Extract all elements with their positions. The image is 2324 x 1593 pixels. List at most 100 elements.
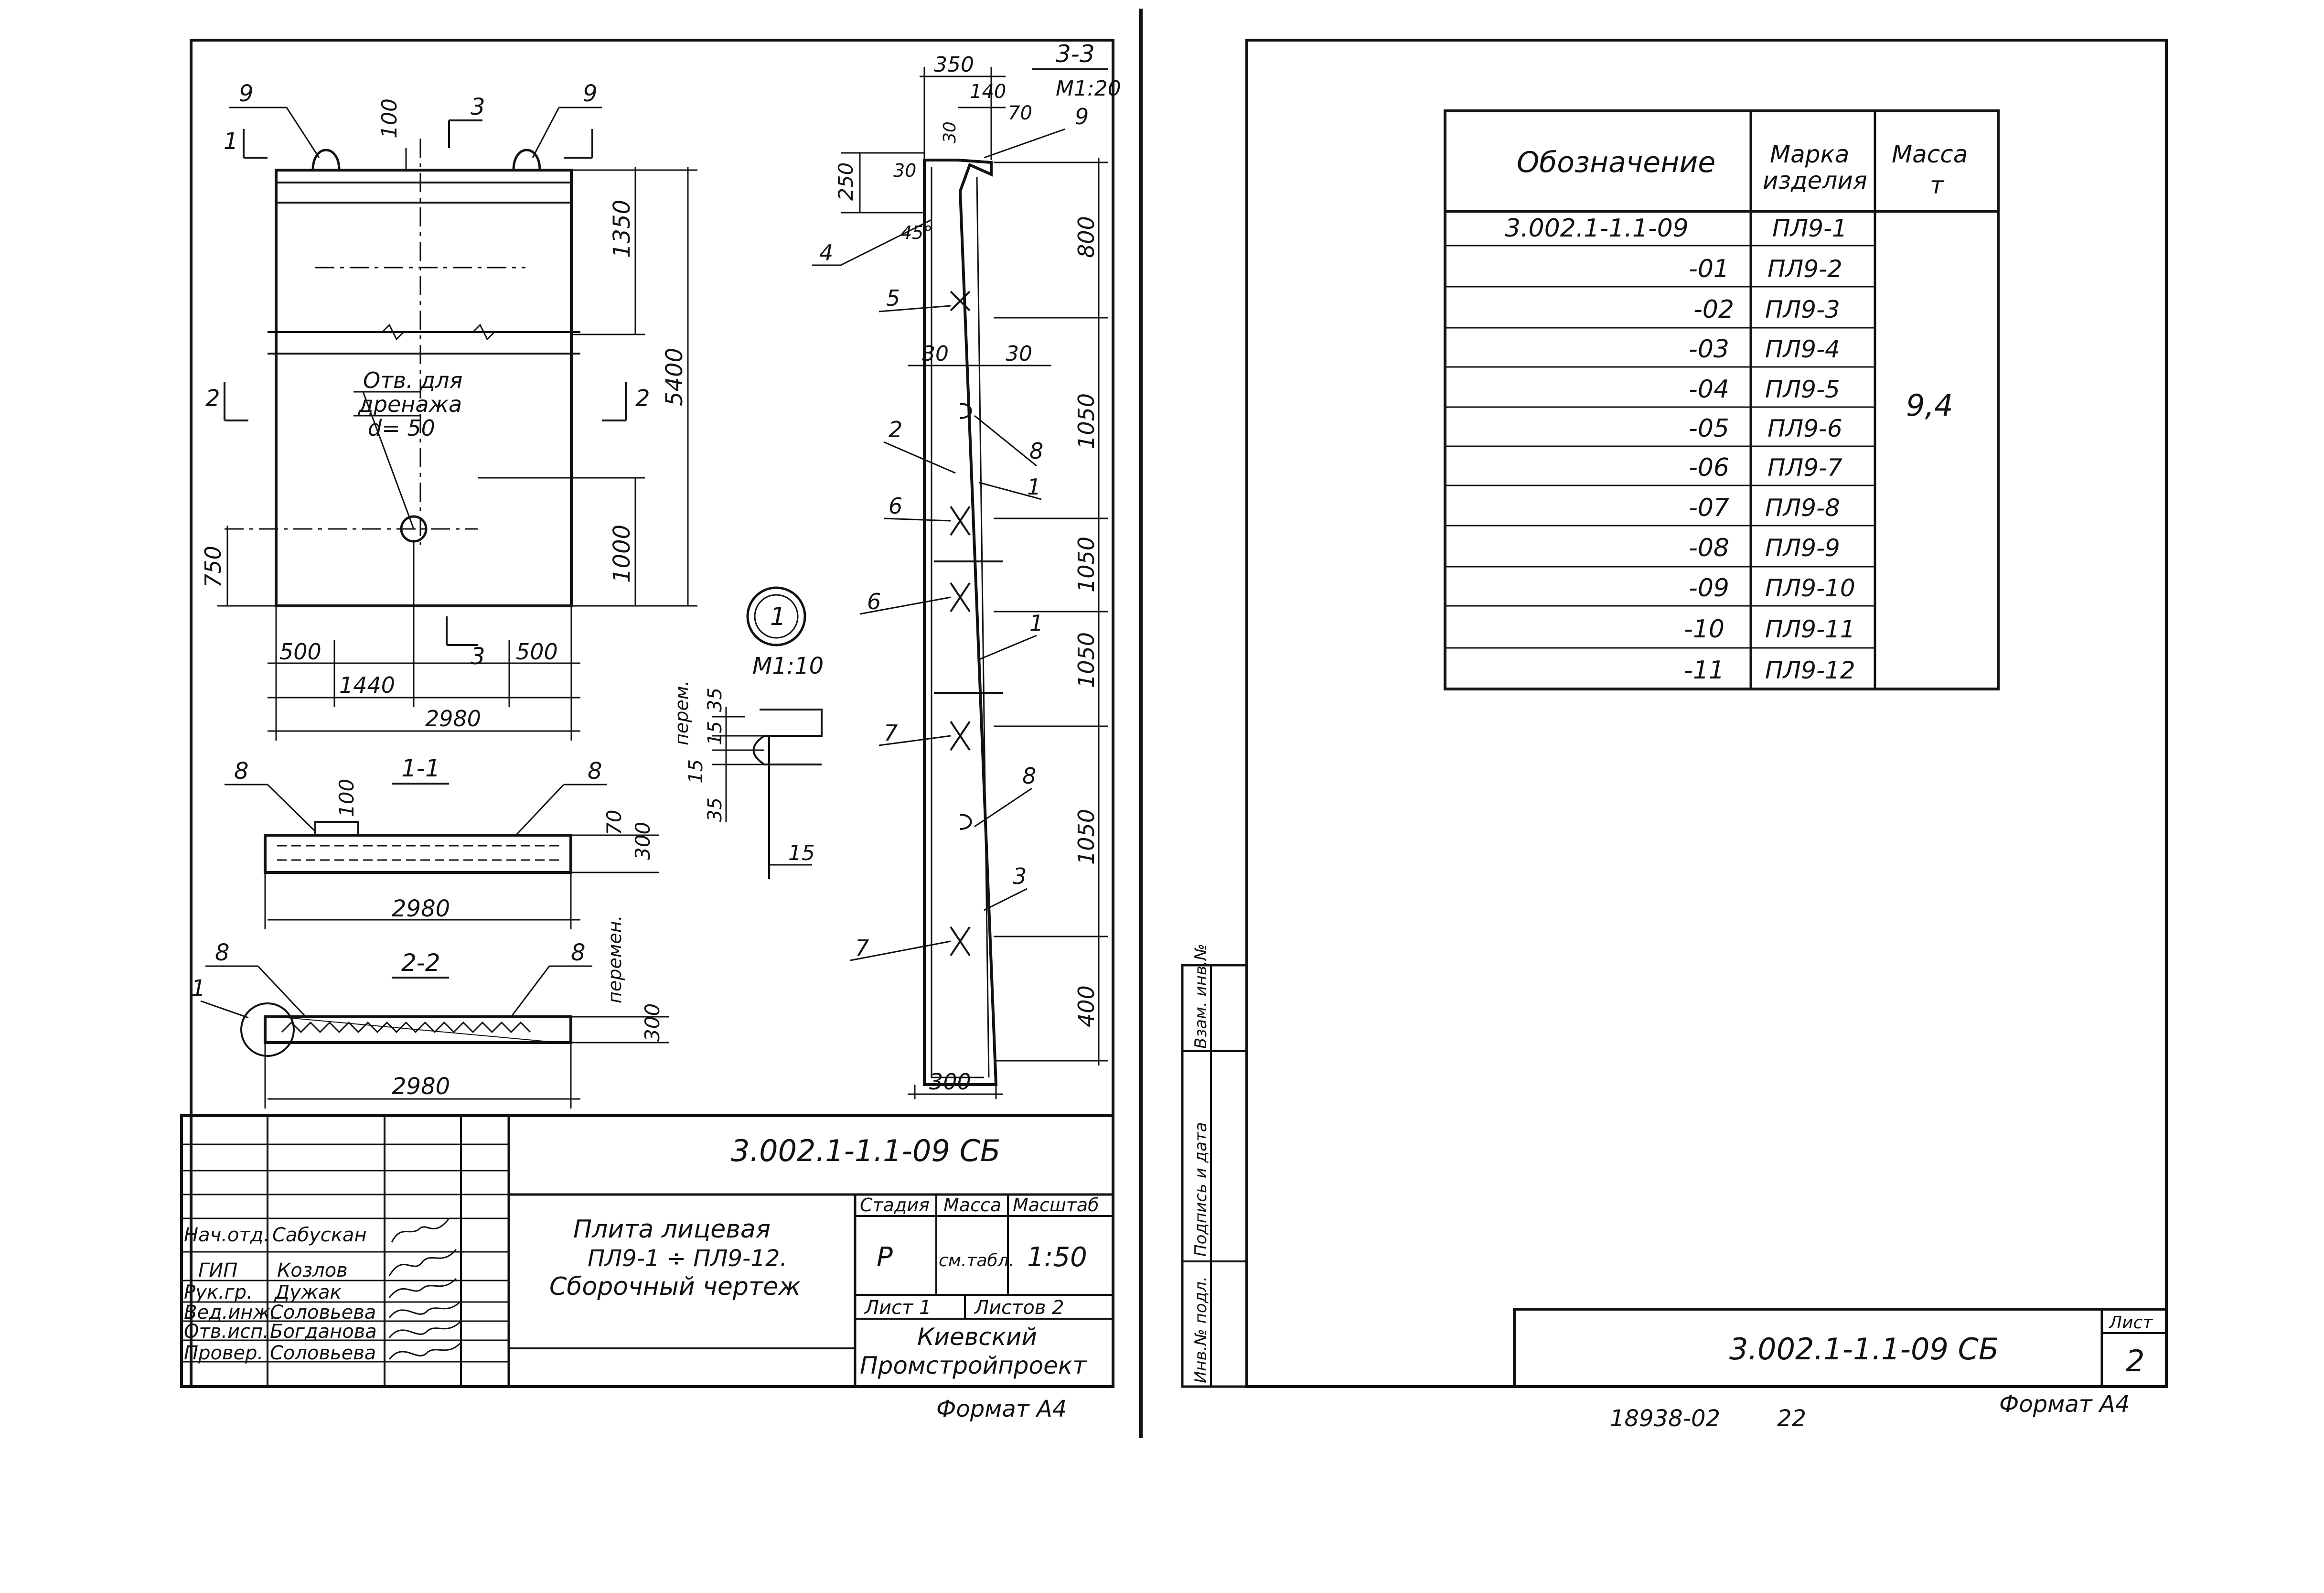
callout-8-a: 8 bbox=[1029, 438, 1043, 464]
section-mark-3-bottom: 3 bbox=[471, 643, 485, 670]
detail-1-d15b: 15 bbox=[685, 759, 707, 784]
stamp-sign-date: Подпись и дата bbox=[1191, 1122, 1210, 1257]
marks-table: Обозначение Марка изделия Масса т 3.002.… bbox=[1444, 109, 2000, 690]
callout-3: 3 bbox=[1013, 863, 1027, 889]
plan-view: Отв. для дренажа d= 50 1350 5400 1000 75… bbox=[200, 80, 697, 741]
right-sheet-frame bbox=[1245, 39, 2168, 1388]
section-mark-2-right: 2 bbox=[635, 385, 650, 412]
table-header-mass-2: т bbox=[1930, 172, 1945, 199]
dim-2980-plan: 2980 bbox=[425, 706, 481, 732]
designation-row-3: -03 bbox=[1689, 335, 1729, 364]
callout-2: 2 bbox=[889, 417, 902, 442]
detail-1-d35a: 35 bbox=[704, 688, 726, 712]
left-sheet-frame bbox=[190, 39, 1114, 1388]
detail-1-var: перем. bbox=[671, 680, 692, 745]
name-3: Соловьева bbox=[270, 1302, 376, 1324]
section-1-1-title: 1-1 bbox=[401, 754, 440, 782]
drawing-code: 3.002.1-1.1-09 СБ bbox=[731, 1133, 1000, 1168]
right-title-strip: 3.002.1-1.1-09 СБ Лист 2 18938-02 22 Фор… bbox=[1513, 1308, 2168, 1432]
dim-500-left: 500 bbox=[279, 639, 321, 665]
bottom-number-2: 22 bbox=[1777, 1405, 1806, 1432]
section-3-3: 3-3 M1:20 350 140 70 30 bbox=[812, 40, 1121, 1099]
detail-1: 1 M1:10 перем. 35 15 15 35 15 bbox=[671, 586, 824, 879]
section-mark-3-top: 3 bbox=[471, 94, 485, 120]
dim-140: 140 bbox=[970, 81, 1006, 103]
role-3: Вед.инж. bbox=[184, 1302, 276, 1324]
callout-8-2a: 8 bbox=[215, 939, 230, 966]
mass-value: см.табл. bbox=[939, 1251, 1014, 1270]
name-2: Дужак bbox=[274, 1281, 342, 1303]
stamp-replace: Взам. инв.№ bbox=[1191, 944, 1210, 1049]
left-sheet: Отв. для дренажа d= 50 1350 5400 1000 75… bbox=[180, 39, 1121, 1422]
mark-row-6: ПЛ9-7 bbox=[1767, 454, 1842, 482]
dim-250: 250 bbox=[834, 162, 857, 201]
sheet-value: Лист 1 bbox=[864, 1297, 932, 1319]
callout-9-left: 9 bbox=[239, 80, 254, 107]
callout-4: 4 bbox=[819, 240, 833, 266]
designation-row-0: 3.002.1-1.1-09 bbox=[1505, 214, 1689, 243]
dim-30b: 30 bbox=[922, 342, 949, 366]
dim-300-s22: 300 bbox=[641, 1003, 664, 1042]
name-5: Соловьева bbox=[270, 1342, 376, 1364]
table-header-designation: Обозначение bbox=[1517, 146, 1715, 179]
section-mark-2-left: 2 bbox=[205, 385, 220, 412]
dim-70-s11: 70 bbox=[602, 810, 626, 835]
section-2-2-title: 2-2 bbox=[401, 949, 440, 977]
mark-row-3: ПЛ9-4 bbox=[1765, 335, 1840, 363]
dim-1050-c: 1050 bbox=[1073, 632, 1099, 688]
left-title-block: Нач.отд. ГИП Рук.гр. Вед.инж. Отв.исп. П… bbox=[180, 1114, 1114, 1422]
table-header-mass-1: Масса bbox=[1892, 140, 1968, 168]
dim-1050-a: 1050 bbox=[1073, 393, 1099, 449]
dim-750: 750 bbox=[200, 546, 226, 588]
mark-row-11: ПЛ9-12 bbox=[1765, 657, 1855, 684]
dim-1000: 1000 bbox=[609, 525, 635, 583]
stamp-inv: Инв.№ подл. bbox=[1191, 1276, 1210, 1383]
section-3-3-scale: M1:20 bbox=[1056, 76, 1121, 101]
designation-row-7: -07 bbox=[1689, 494, 1729, 522]
mark-row-9: ПЛ9-10 bbox=[1765, 574, 1855, 602]
side-stamp: Инв.№ подл. Подпись и дата Взам. инв.№ bbox=[1181, 944, 1248, 1388]
dim-300-s33: 300 bbox=[929, 1069, 971, 1095]
dim-400: 400 bbox=[1073, 985, 1099, 1027]
callout-8-b: 8 bbox=[1022, 763, 1036, 789]
section-2-2: 2-2 8 8 1 перемен. 300 2980 bbox=[191, 915, 669, 1109]
detail-1-label: 1 bbox=[770, 603, 786, 631]
callout-7-a: 7 bbox=[884, 720, 898, 746]
role-1: ГИП bbox=[198, 1259, 237, 1281]
sheet-label: Лист bbox=[2108, 1313, 2153, 1333]
org-line-1: Киевский bbox=[917, 1323, 1037, 1351]
scale-value: 1:50 bbox=[1027, 1242, 1087, 1273]
panel-outline bbox=[275, 169, 573, 607]
dim-1050-b: 1050 bbox=[1073, 537, 1099, 592]
drawing-name-2: ПЛ9-1 ÷ ПЛ9-12. bbox=[588, 1245, 787, 1272]
hole-note-3: d= 50 bbox=[368, 415, 435, 441]
org-line-2: Промстройпроект bbox=[860, 1352, 1087, 1379]
right-drawing-code: 3.002.1-1.1-09 СБ bbox=[1729, 1332, 1999, 1367]
designation-row-10: -10 bbox=[1684, 615, 1724, 644]
callout-5: 5 bbox=[886, 285, 900, 311]
stage-header: Стадия bbox=[860, 1195, 930, 1216]
signature-3 bbox=[388, 1300, 462, 1318]
dim-2980-s22: 2980 bbox=[392, 1073, 450, 1100]
detail-1-d15a: 15 bbox=[704, 721, 726, 745]
callout-8-1b: 8 bbox=[588, 758, 602, 785]
dim-500-right: 500 bbox=[516, 639, 558, 665]
designation-row-8: -08 bbox=[1689, 534, 1729, 562]
callout-6-a: 6 bbox=[889, 493, 902, 519]
designation-row-1: -01 bbox=[1689, 255, 1729, 283]
format-right: Формат А4 bbox=[1999, 1391, 2130, 1418]
role-5: Провер. bbox=[184, 1342, 263, 1364]
detail-1-scale: M1:10 bbox=[752, 653, 824, 679]
mark-row-7: ПЛ9-8 bbox=[1765, 494, 1840, 522]
designation-row-11: -11 bbox=[1684, 656, 1724, 685]
name-4: Богданова bbox=[270, 1321, 377, 1343]
drawing-name-1: Плита лицевая bbox=[573, 1215, 771, 1244]
stage-value: Р bbox=[877, 1242, 893, 1273]
mass-value-right: 9,4 bbox=[1906, 388, 1953, 423]
bottom-number-1: 18938-02 bbox=[1610, 1405, 1720, 1432]
table-header-mark-1: Марка bbox=[1770, 140, 1849, 168]
dim-1050-d: 1050 bbox=[1073, 809, 1099, 865]
callout-8-1a: 8 bbox=[234, 758, 249, 785]
dim-350: 350 bbox=[934, 53, 974, 77]
